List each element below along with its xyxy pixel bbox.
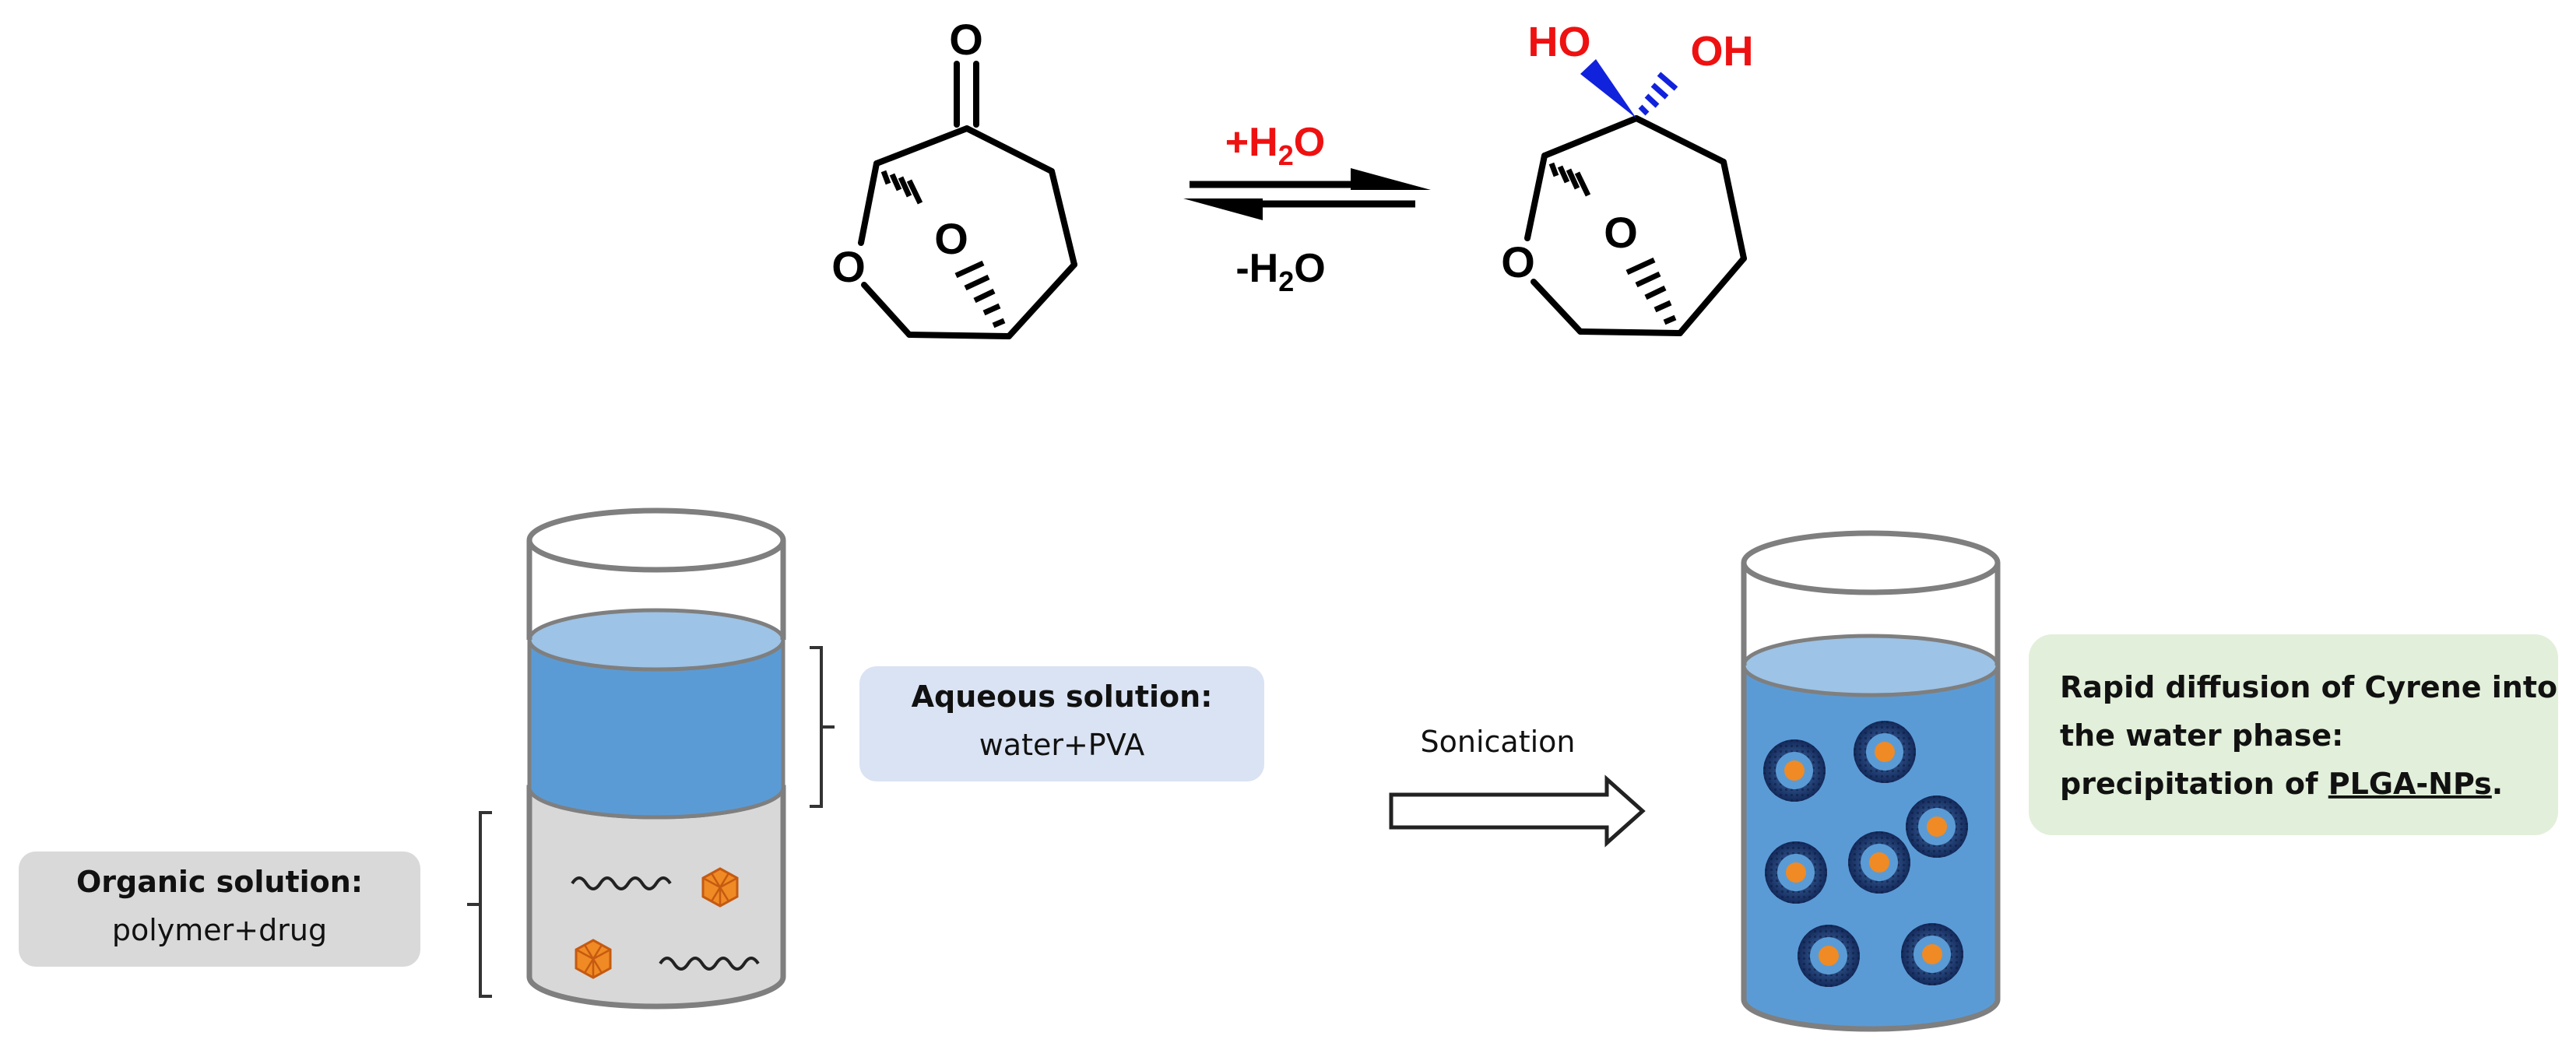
equilibrium-arrows [1183,168,1431,220]
nanoparticle [1906,795,1968,858]
polymer-chain-icon [571,876,760,971]
organic-callout-title: Organic solution: [76,865,363,899]
ketone-carbonyl-o: O [949,15,983,64]
diol-ring-o: O [1501,237,1535,286]
aqueous-bracket [810,646,835,808]
diol-hashed-bonds [1548,162,1677,325]
drug-crystal-icon [575,867,739,979]
ketone-structure [858,61,1077,339]
organic-bracket [467,811,492,998]
nanoparticle [1901,923,1963,985]
sonication-arrow [1389,774,1646,848]
plga-nps-term: PLGA-NPs [2328,767,2492,801]
diol-hashed-oh-bond [1638,72,1678,116]
beaker-before [526,507,786,1010]
result-callout-line1: Rapid diffusion of Cyrene into [2060,670,2557,704]
diol-oh-right: OH [1691,28,1754,75]
nanoparticle [1848,831,1910,894]
nanoparticle [1854,721,1916,783]
organic-callout-text: polymer+drug [112,913,327,947]
ketone-bridge-o: O [934,214,968,263]
nanoparticle [1763,739,1826,802]
nanoparticles [1763,721,1968,987]
result-callout [2029,634,2558,835]
aqueous-callout-text: water+PVA [979,728,1145,762]
nanoparticle [1798,925,1860,987]
reverse-reagent-label: -H2O [1235,246,1325,297]
result-callout-line2: the water phase: [2060,718,2343,753]
ketone-hashed-bonds [880,170,1006,328]
forward-reagent-label: +H2O [1225,120,1325,171]
aqueous-callout-title: Aqueous solution: [912,679,1213,714]
diol-oh-left: HO [1528,19,1591,65]
diol-structure [1524,115,1747,336]
result-callout-line3: precipitation of PLGA-NPs. [2060,767,2503,801]
ketone-ring-o: O [831,242,866,291]
sonication-label: Sonication [1421,725,1576,759]
aqueous-callout [859,666,1264,781]
diol-bridge-o: O [1604,208,1638,257]
nanoparticle [1765,841,1827,904]
organic-callout [19,852,420,967]
diol-wedge-bond [1580,59,1636,118]
